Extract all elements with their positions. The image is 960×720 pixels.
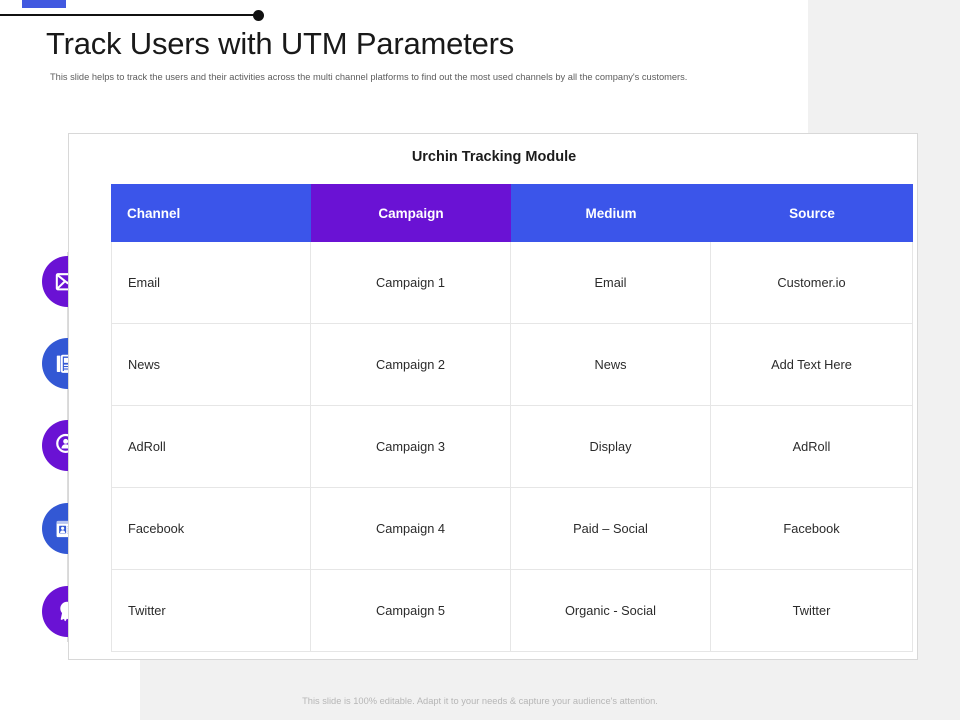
cell-medium: Organic - Social — [511, 570, 711, 652]
cell-source: Facebook — [711, 488, 913, 570]
top-accent-bar — [22, 0, 66, 8]
cell-source: Twitter — [711, 570, 913, 652]
cell-source: Add Text Here — [711, 324, 913, 406]
cell-source: AdRoll — [711, 406, 913, 488]
table-row: Twitter Campaign 5 Organic - Social Twit… — [111, 570, 913, 652]
page-title: Track Users with UTM Parameters — [46, 26, 515, 61]
cell-medium: Display — [511, 406, 711, 488]
cell-campaign: Campaign 5 — [311, 570, 511, 652]
top-rule-dot-icon — [253, 10, 264, 21]
table-row: Email Campaign 1 Email Customer.io — [111, 242, 913, 324]
tracking-card: Urchin Tracking Module Channel Campaign … — [68, 133, 918, 660]
cell-campaign: Campaign 1 — [311, 242, 511, 324]
cell-campaign: Campaign 4 — [311, 488, 511, 570]
cell-channel: AdRoll — [111, 406, 311, 488]
table-row: AdRoll Campaign 3 Display AdRoll — [111, 406, 913, 488]
table-header-row: Channel Campaign Medium Source — [111, 184, 913, 242]
utm-table: Channel Campaign Medium Source Email Cam… — [111, 184, 913, 652]
cell-channel: Twitter — [111, 570, 311, 652]
cell-channel: Facebook — [111, 488, 311, 570]
column-header-channel[interactable]: Channel — [111, 184, 311, 242]
cell-medium: News — [511, 324, 711, 406]
bottom-grey-panel — [140, 660, 808, 720]
page-subtitle: This slide helps to track the users and … — [50, 72, 688, 82]
cell-source: Customer.io — [711, 242, 913, 324]
cell-medium: Paid – Social — [511, 488, 711, 570]
column-header-campaign[interactable]: Campaign — [311, 184, 511, 242]
table-row: News Campaign 2 News Add Text Here — [111, 324, 913, 406]
column-header-source[interactable]: Source — [711, 184, 913, 242]
cell-channel: News — [111, 324, 311, 406]
cell-channel: Email — [111, 242, 311, 324]
footer-note: This slide is 100% editable. Adapt it to… — [302, 696, 658, 706]
card-title: Urchin Tracking Module — [411, 149, 577, 165]
table-row: Facebook Campaign 4 Paid – Social Facebo… — [111, 488, 913, 570]
cell-campaign: Campaign 2 — [311, 324, 511, 406]
header-white-panel — [0, 0, 808, 120]
top-rule-line — [0, 14, 258, 16]
cell-medium: Email — [511, 242, 711, 324]
cell-campaign: Campaign 3 — [311, 406, 511, 488]
column-header-medium[interactable]: Medium — [511, 184, 711, 242]
